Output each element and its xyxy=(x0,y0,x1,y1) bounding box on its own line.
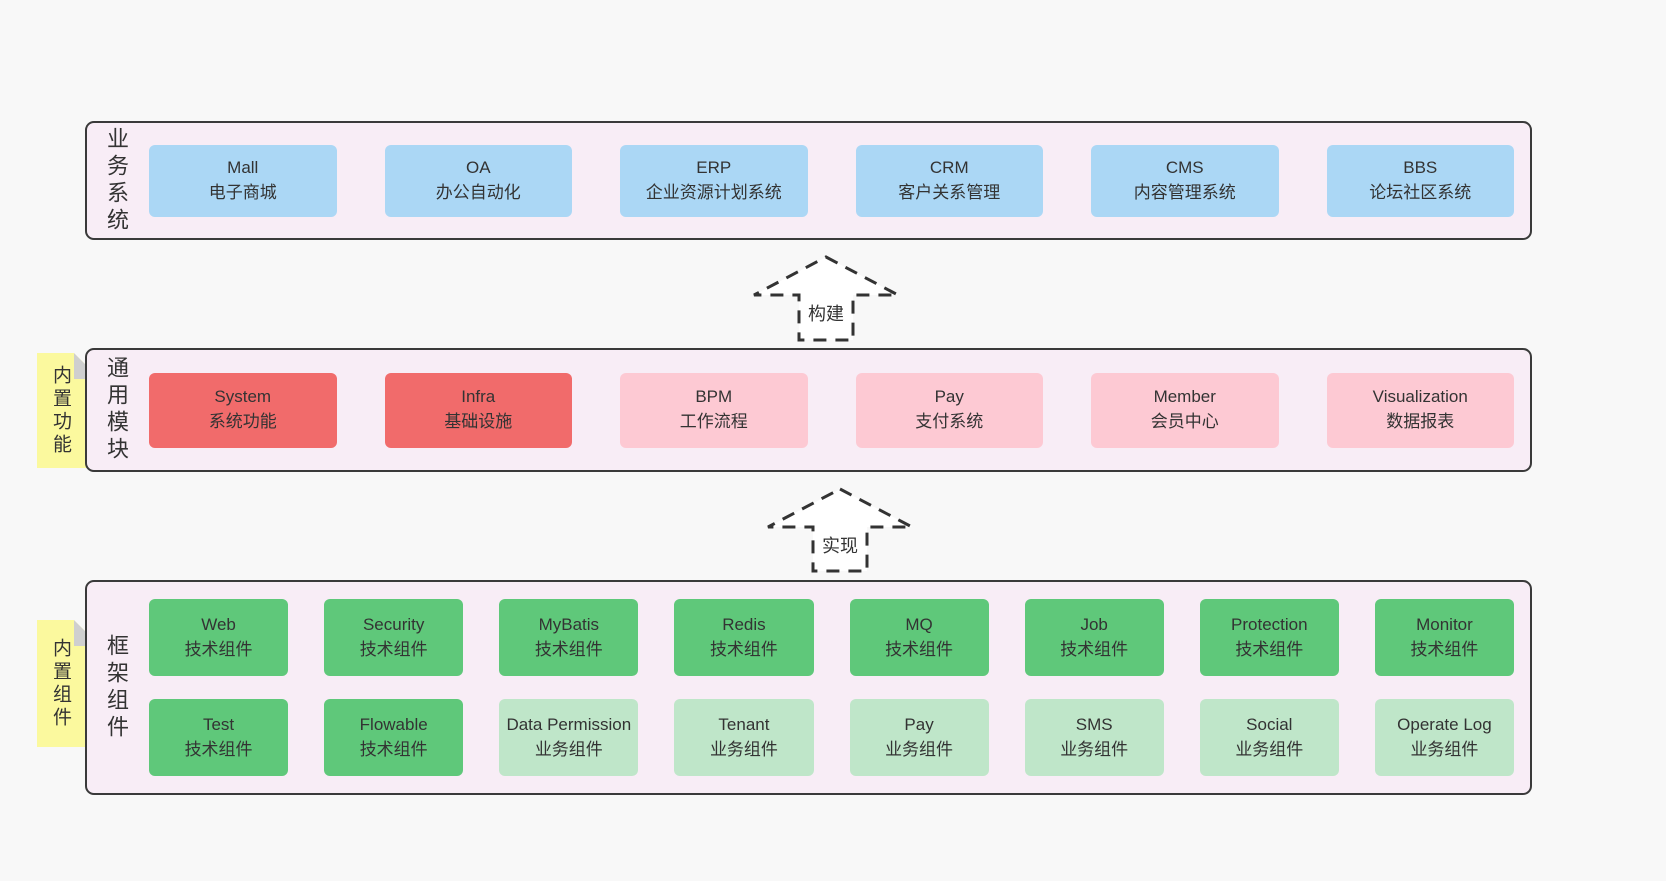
box-web: Web 技术组件 xyxy=(149,599,289,676)
box-operate-log: Operate Log 业务组件 xyxy=(1374,699,1514,776)
box-flowable: Flowable 技术组件 xyxy=(324,699,464,776)
build-arrow-icon: 构建 xyxy=(751,254,901,343)
box-system: System 系统功能 xyxy=(149,372,337,448)
box-tenant: Tenant 业务组件 xyxy=(674,699,814,776)
box-monitor: Monitor 技术组件 xyxy=(1374,599,1514,676)
section-common-modules-label: 通用模块 xyxy=(104,356,129,464)
box-pay-module: Pay 支付系统 xyxy=(855,372,1043,448)
framework-components-row-2: Test 技术组件 Flowable 技术组件 Data Permission … xyxy=(149,699,1514,776)
box-infra: Infra 基础设施 xyxy=(384,372,572,448)
section-business-systems-label: 业务系统 xyxy=(104,126,129,235)
box-cms: CMS 内容管理系统 xyxy=(1091,144,1279,217)
sticky-built-in-features-label: 内置功能 xyxy=(50,364,71,457)
common-modules-boxes: System 系统功能 Infra 基础设施 BPM 工作流程 Pay 支付系统… xyxy=(145,350,1530,470)
section-framework-components-label: 框架组件 xyxy=(104,633,129,742)
box-job: Job 技术组件 xyxy=(1024,599,1164,676)
framework-components-grid: Web 技术组件 Security 技术组件 MyBatis 技术组件 Redi… xyxy=(145,582,1530,793)
box-bpm: BPM 工作流程 xyxy=(620,372,808,448)
box-redis: Redis 技术组件 xyxy=(674,599,814,676)
box-visualization: Visualization 数据报表 xyxy=(1326,372,1514,448)
box-bbs: BBS 论坛社区系统 xyxy=(1326,144,1514,217)
business-systems-boxes: Mall 电子商城 OA 办公自动化 ERP 企业资源计划系统 CRM 客户关系… xyxy=(145,123,1530,238)
section-common-modules: 通用模块 System 系统功能 Infra 基础设施 BPM 工作流程 Pay… xyxy=(85,348,1532,472)
framework-components-row-1: Web 技术组件 Security 技术组件 MyBatis 技术组件 Redi… xyxy=(149,599,1514,676)
implement-arrow-icon: 实现 xyxy=(765,486,915,574)
box-erp: ERP 企业资源计划系统 xyxy=(620,144,808,217)
implement-arrow-label: 实现 xyxy=(820,532,860,558)
box-test: Test 技术组件 xyxy=(149,699,289,776)
box-crm: CRM 客户关系管理 xyxy=(855,144,1043,217)
box-security: Security 技术组件 xyxy=(324,599,464,676)
section-framework-components: 框架组件 Web 技术组件 Security 技术组件 MyBatis 技术组件… xyxy=(85,580,1532,795)
box-mall: Mall 电子商城 xyxy=(149,144,337,217)
box-social: Social 业务组件 xyxy=(1199,699,1339,776)
box-protection: Protection 技术组件 xyxy=(1199,599,1339,676)
build-arrow-label: 构建 xyxy=(806,300,846,326)
section-business-systems: 业务系统 Mall 电子商城 OA 办公自动化 ERP 企业资源计划系统 CRM… xyxy=(85,121,1532,240)
sticky-built-in-components-label: 内置组件 xyxy=(50,637,71,730)
box-pay-component: Pay 业务组件 xyxy=(849,699,989,776)
box-data-permission: Data Permission 业务组件 xyxy=(499,699,639,776)
box-oa: OA 办公自动化 xyxy=(384,144,572,217)
box-mq: MQ 技术组件 xyxy=(849,599,989,676)
box-mybatis: MyBatis 技术组件 xyxy=(499,599,639,676)
box-member: Member 会员中心 xyxy=(1091,372,1279,448)
box-sms: SMS 业务组件 xyxy=(1024,699,1164,776)
